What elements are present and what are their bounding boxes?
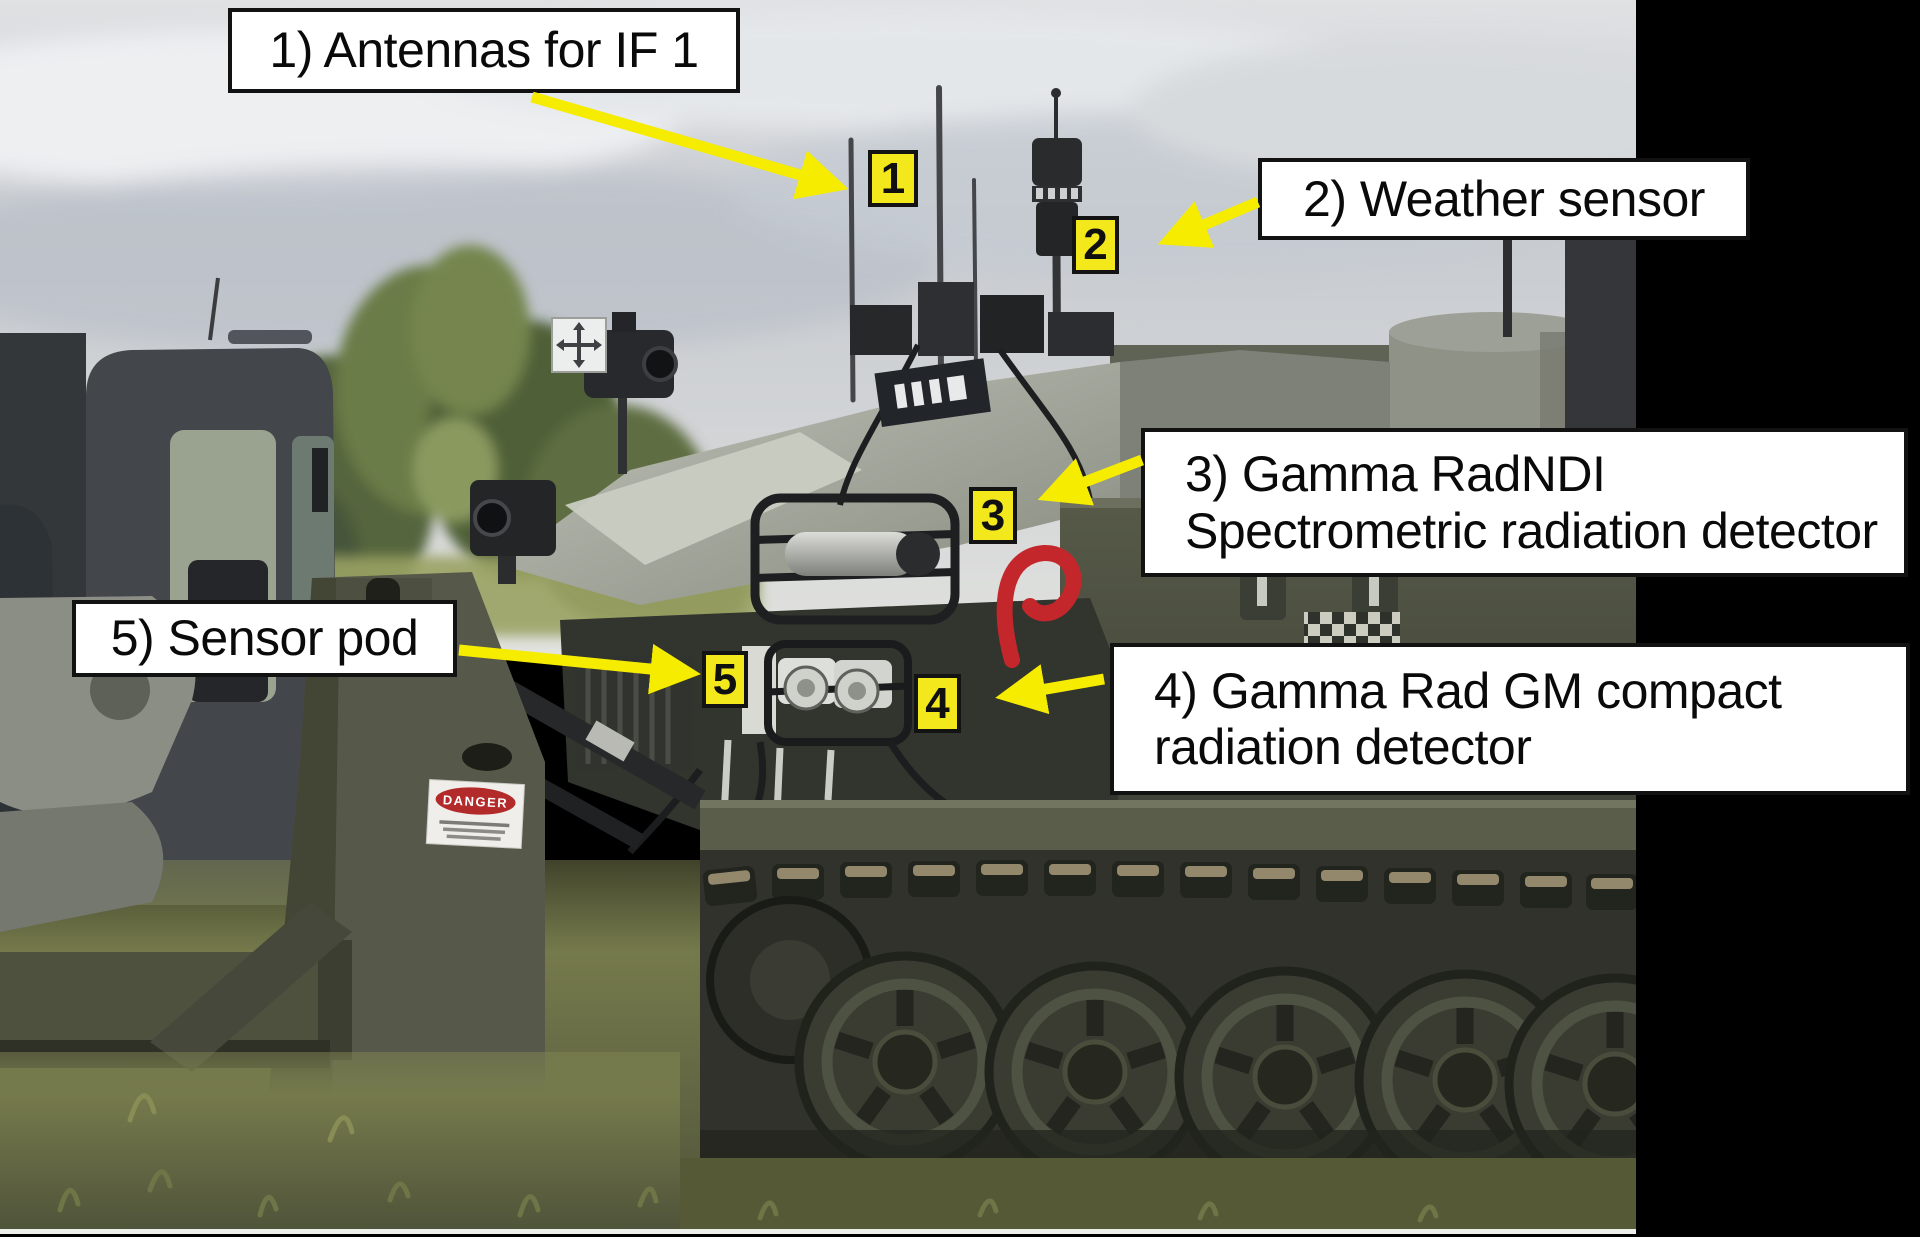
callout-label-4-line1: 4) Gamma Rad GM compact: [1154, 662, 1782, 719]
grass-under-track: [640, 1158, 1636, 1229]
callout-tag-5: 5: [702, 651, 748, 708]
callout-label-2-text: 2) Weather sensor: [1303, 170, 1705, 227]
calibration-sign: [551, 317, 607, 373]
tag-2-digit: 2: [1083, 220, 1108, 269]
callout-label-3-line1: 3) Gamma RadNDI: [1185, 446, 1606, 502]
callout-tag-2: 2: [1072, 216, 1119, 274]
callout-label-2: 2) Weather sensor: [1258, 158, 1750, 240]
side-camera: [470, 480, 556, 584]
gm-compact-detector: [764, 640, 912, 746]
grass-foreground: [0, 1052, 1439, 1229]
weather-sensor: [1032, 88, 1082, 351]
danger-text: DANGER: [443, 792, 509, 810]
red-hook: [996, 545, 1082, 668]
callout-tag-1: 1: [868, 150, 918, 207]
callout-label-1: 1) Antennas for IF 1: [228, 8, 740, 93]
spectrometric-detector: [750, 493, 960, 625]
callout-label-5-text: 5) Sensor pod: [110, 610, 419, 667]
arm-hole: [462, 743, 512, 771]
callout-label-3: 3) Gamma RadNDI Spectrometric radiation …: [1141, 428, 1908, 577]
callout-label-4: 4) Gamma Rad GM compact radiation detect…: [1110, 643, 1910, 795]
callout-tag-3: 3: [969, 487, 1017, 544]
track-guard: [700, 800, 1636, 850]
tag-5-digit: 5: [712, 654, 738, 704]
photo-bottom-strip: [0, 1229, 1636, 1234]
danger-sticker: DANGER: [425, 779, 526, 849]
track-assembly: [700, 800, 1636, 1190]
callout-label-3-line2: Spectrometric radiation detector: [1185, 502, 1878, 559]
tag-3-digit: 3: [980, 490, 1006, 540]
callout-label-4-line2: radiation detector: [1154, 719, 1532, 775]
callout-label-5: 5) Sensor pod: [72, 600, 457, 677]
callout-label-1-text: 1) Antennas for IF 1: [269, 22, 699, 79]
tag-4-digit: 4: [925, 678, 950, 728]
logo-plate: [874, 358, 991, 427]
roof-bright-wedge: [565, 432, 862, 565]
tag-1-digit: 1: [880, 153, 906, 203]
callout-tag-4: 4: [914, 674, 961, 733]
